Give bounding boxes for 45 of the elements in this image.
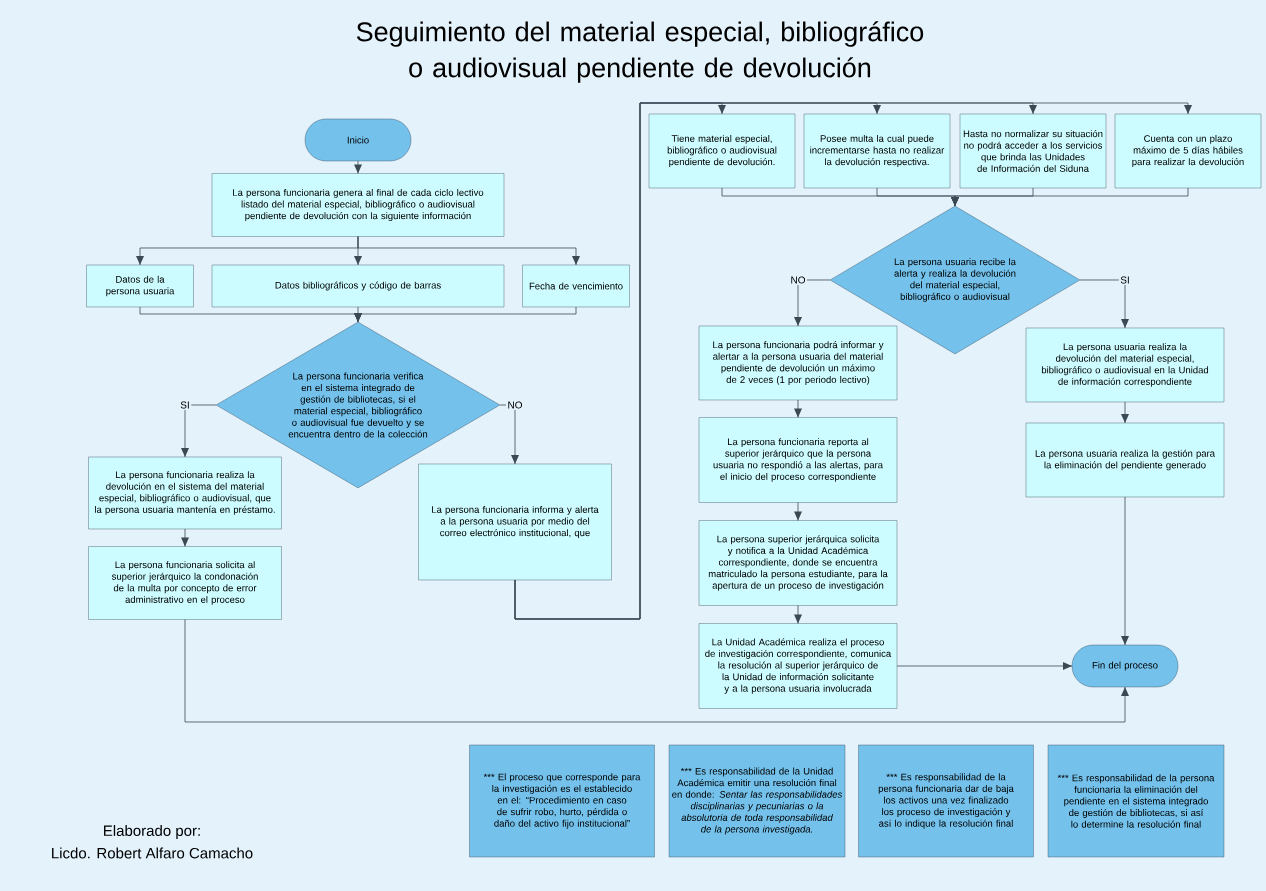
arrow — [354, 160, 362, 174]
process-box: La persona funcionaria podrá informar y alertar a la persona usuaria del material pendiente de devolución un máximo de 2 veces (1 por periodo lectivo) — [698, 325, 898, 401]
author-credit: Licdo. Robert Alfaro Camacho — [52, 847, 253, 859]
process-box: Posee multa la cual puede incrementarse hasta no realizar la devolución respectiva. — [803, 113, 951, 189]
process-box: Fecha de vencimiento — [522, 264, 630, 308]
process-box: La persona funcionaria solicita al superior jerárquico la condonación de la multa por concepto de error administrativo en el proceso — [88, 546, 282, 620]
edge-label: NO — [789, 274, 807, 286]
note-box: *** Es responsabilidad de la Unidad Académica emitir una resolución final en donde: Sentar las responsabilidades disciplinarias y pecuniarias o la absolutoria de toda responsabilidad de la persona investigada. — [668, 744, 846, 858]
title: Seguimiento del material especial, bibliográfico o audiovisual pendiente de devolución — [356, 21, 924, 83]
edge-label: NO — [506, 399, 524, 411]
arrow — [794, 605, 802, 624]
process-box: La persona funcionaria realiza la devolución en el sistema del material especial, bibliográfico o audiovisual, que la persona usuaria mantenía en préstamo. — [88, 456, 282, 530]
arrow — [136, 236, 580, 266]
process-box: La persona usuaria realiza la devolución del material especial, bibliográfico o audiovisual en la Unidad de información correspondiente — [1025, 327, 1225, 403]
arrow — [1121, 496, 1129, 646]
process-box: La persona funcionaria reporta al superior jerárquico que la persona usuaria no respondió a las alertas, para el inicio del proceso correspondiente — [698, 417, 898, 503]
note-box: *** Es responsabilidad de la persona funcionaria dar de baja los activos una vez finalizado los proceso de investigación y así lo indique la resolución final — [858, 744, 1034, 858]
arrow — [184, 619, 1129, 723]
process-box: La persona usuaria realiza la gestión para la eliminación del pendiente generado — [1025, 422, 1225, 498]
arrow — [794, 399, 802, 418]
arrow — [139, 306, 577, 323]
arrow — [896, 662, 1073, 670]
edge-label: SI — [178, 399, 192, 411]
arrow — [1121, 401, 1129, 424]
process-box: Datos bibliográficos y código de barras — [211, 264, 505, 308]
process-box: Hasta no normalizar su situación no podrá acceder a los servicios que brinda las Unidades de Información del Siduna — [959, 113, 1107, 189]
author-credit: Elaborado por: — [104, 825, 200, 839]
arrow — [721, 187, 1189, 207]
arrow — [794, 502, 802, 521]
process-box: Tiene material especial, bibliográfico o audiovisual pendiente de devolución. — [648, 113, 796, 189]
process-box: Cuenta con un plazo máximo de 5 días hábiles para realizar la devolución — [1114, 113, 1262, 189]
arrow — [794, 279, 831, 327]
arrow — [499, 404, 519, 465]
arrow — [181, 404, 217, 458]
note-box: *** El proceso que corresponde para la investigación es el establecido en el: “Procedimiento en caso de sufrir robo, hurto, pérdida o daño del activo fijo institucional” — [469, 744, 655, 858]
process-box: La persona superior jerárquica solicita y notifica a la Unidad Académica correspondiente, donde se encuentra matriculado la persona estudiante, para la apertura de un proceso de investigación — [698, 520, 898, 606]
arrow — [514, 102, 1192, 620]
edge-label: SI — [1118, 274, 1132, 286]
process-box: La persona funcionaria informa y alerta a la persona usuaria por medio del correo electrónico institucional, que — [418, 463, 612, 581]
process-box: La Unidad Académica realiza el proceso de investigación correspondiente, comunica la resolución al superior jerárquico de la Unidad de información solicitante y a la persona usuaria involucrada — [698, 623, 898, 709]
arrow — [181, 528, 189, 547]
arrow — [1079, 279, 1129, 329]
note-box: *** Es responsabilidad de la persona funcionaria la eliminación del pendiente en el sistema integrado de gestión de bibliotecas, si así lo determine la resolución final — [1047, 744, 1225, 858]
process-box: La persona funcionaria genera al final de cada ciclo lectivo listado del material especial, bibliográfico o audiovisual pendiente de devolución con la siguiente información — [211, 173, 505, 237]
process-box: Datos de la persona usuaria — [86, 264, 194, 308]
